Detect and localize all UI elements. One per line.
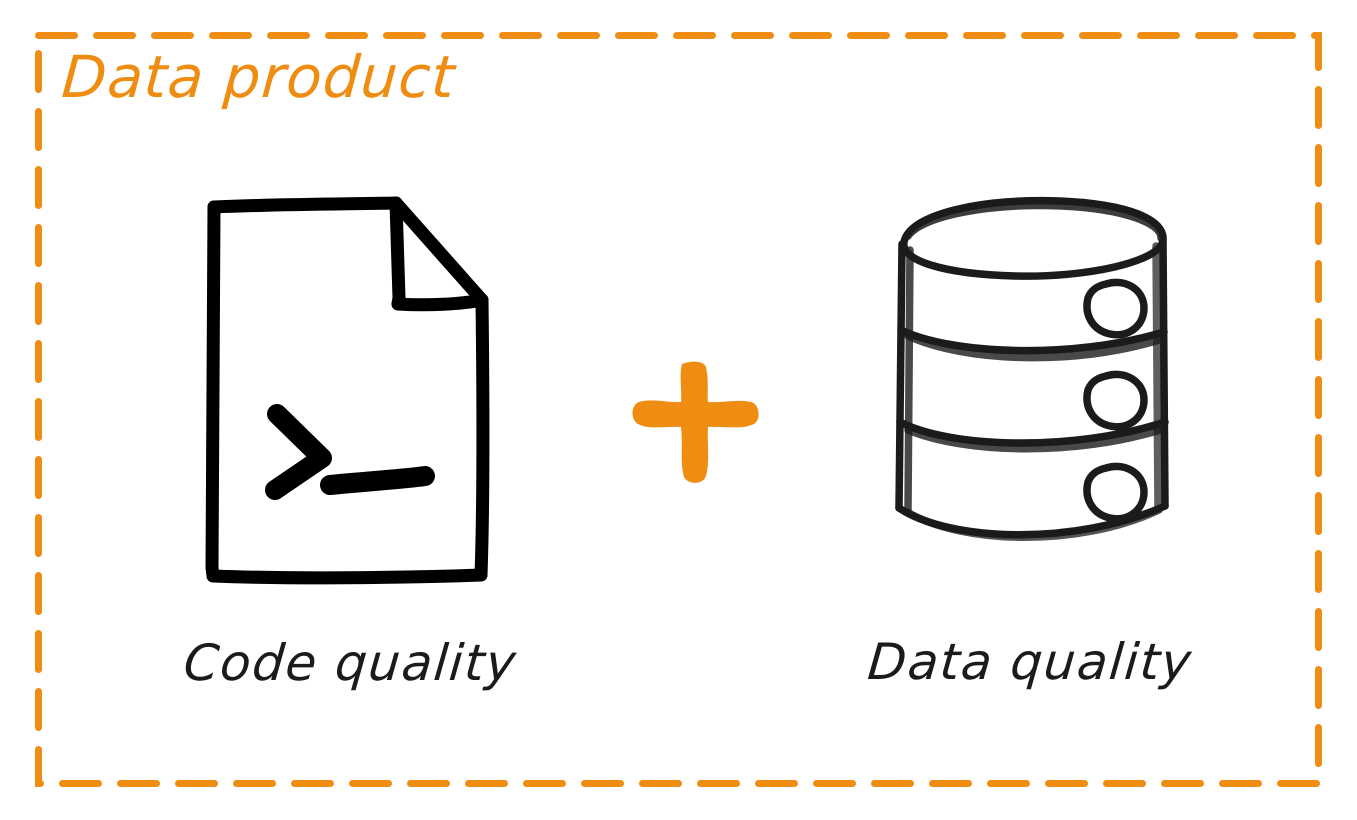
indicator-circle-2 — [1083, 370, 1148, 431]
item-data-quality: Data quality — [830, 190, 1230, 691]
terminal-prompt-glyph — [265, 404, 435, 500]
page-title: Data product — [59, 43, 458, 111]
plus-shape — [632, 361, 759, 483]
document-terminal-icon — [200, 190, 500, 590]
plus-icon — [626, 358, 766, 488]
indicator-circle-3 — [1083, 462, 1148, 523]
caption-data-quality: Data quality — [865, 633, 1195, 691]
caption-code-quality: Code quality — [180, 634, 520, 692]
item-code-quality: Code quality — [150, 190, 550, 692]
indicator-circle-1 — [1083, 278, 1148, 339]
database-cylinder-icon — [880, 190, 1180, 585]
